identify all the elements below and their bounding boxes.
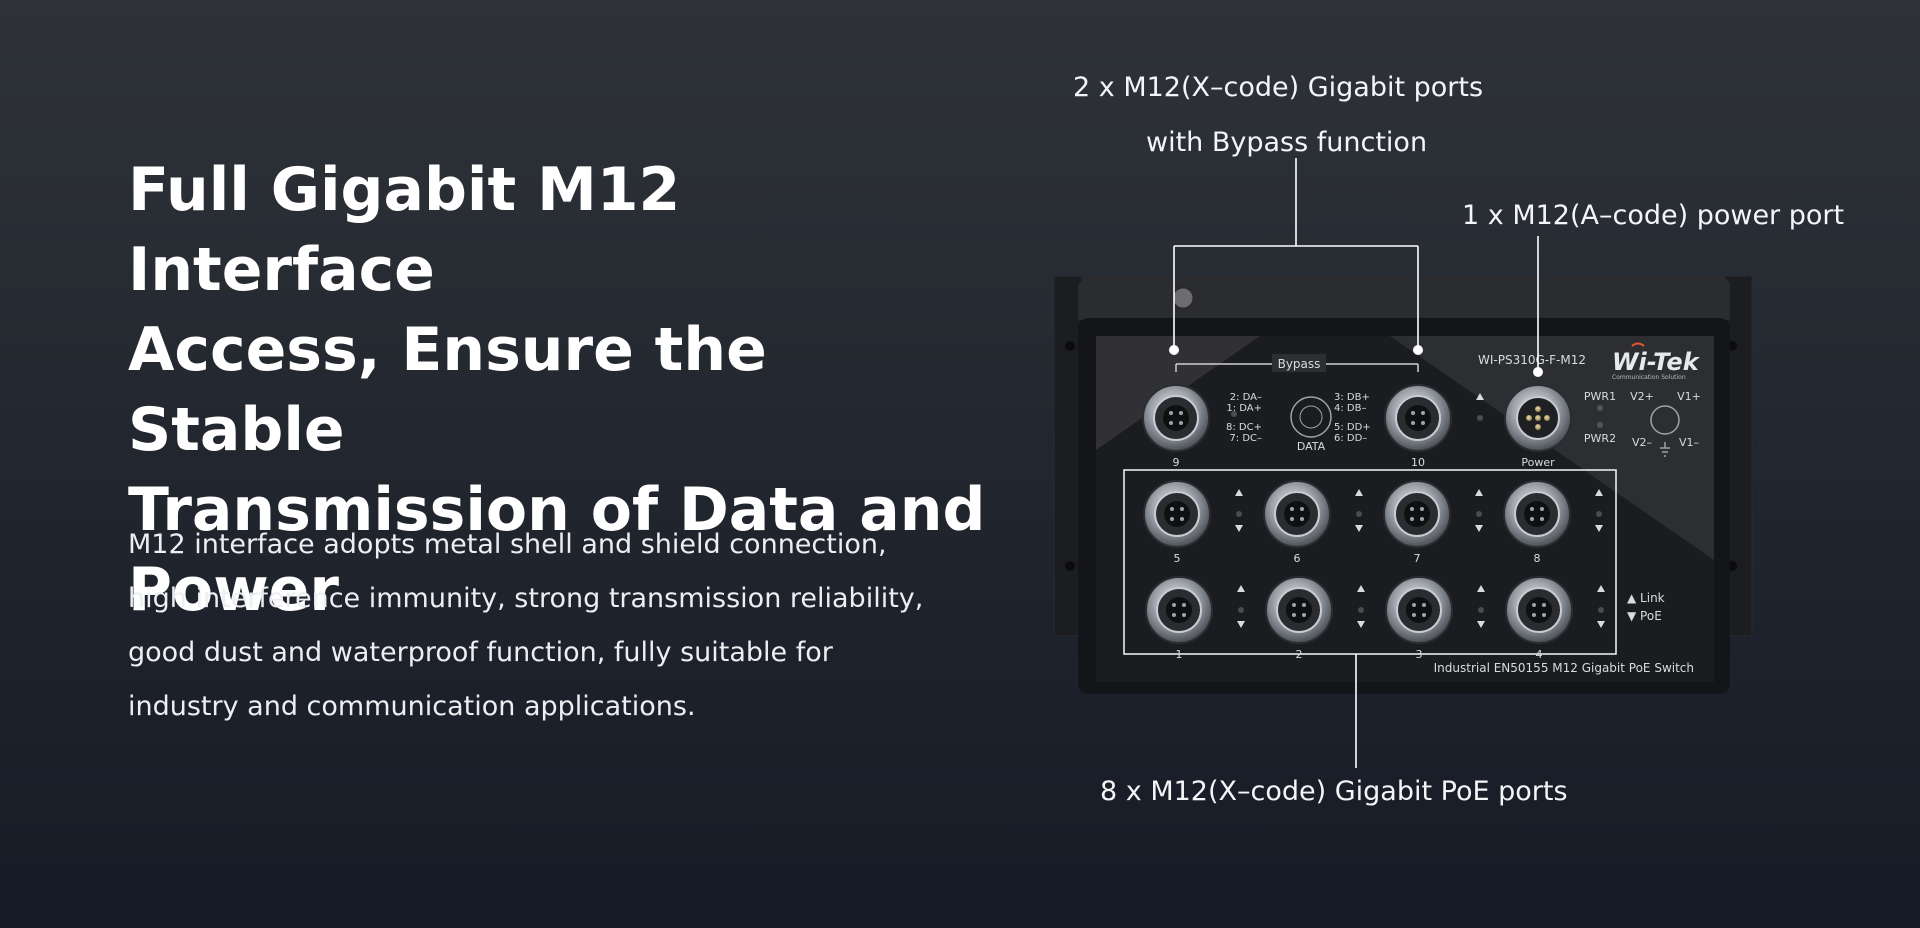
brand-logo: Wi-Tek [1612, 348, 1701, 376]
pin-label: 1: DA+ [1226, 403, 1262, 414]
legend-link: ▲ Link [1627, 591, 1665, 605]
m12-port-10: 10 [1384, 384, 1484, 469]
link-led-icon [1355, 489, 1363, 496]
pwr2-led [1597, 422, 1603, 428]
screw-icon [1170, 285, 1196, 311]
port-group: 9 10 5 6 7 8 1 2 3 4 Power [1142, 384, 1605, 661]
port-number-label: 1 [1176, 648, 1183, 661]
heading-line: Power [128, 555, 339, 625]
port-number-label: 9 [1173, 456, 1180, 469]
brand-wifi-icon [1631, 342, 1645, 347]
port-number-label: 6 [1294, 552, 1301, 565]
link-led-icon [1235, 489, 1243, 496]
m12-port-7: 7 [1383, 480, 1483, 565]
pin-label: 8: DC+ [1226, 422, 1262, 433]
pin-label: 6: DD– [1334, 433, 1367, 444]
description-line: high interference immunity, strong trans… [128, 583, 924, 614]
port-number-label: 10 [1411, 456, 1425, 469]
mounting-ear-left [1053, 275, 1083, 637]
pin-label: 3: DB+ [1334, 392, 1370, 403]
pin-label: 5: DD+ [1334, 422, 1371, 433]
m12-port-4: 4 [1505, 576, 1605, 661]
poe-led-icon [1597, 621, 1605, 628]
link-led-icon [1597, 585, 1605, 592]
description-line: industry and communication applications. [128, 691, 696, 722]
port-number-label: 7 [1414, 552, 1421, 565]
m12-port-1: 1 [1145, 576, 1245, 661]
callout-bypass-line2: with Bypass function [1146, 127, 1428, 158]
poe-led-icon [1475, 525, 1483, 532]
pwr1-led [1597, 405, 1603, 411]
link-led-icon [1237, 585, 1245, 592]
pin-label: 4: DB– [1334, 403, 1366, 414]
description: M12 interface adopts metal shell and shi… [128, 518, 1028, 734]
link-led-icon [1476, 393, 1484, 400]
m12-port-2: 2 [1265, 576, 1365, 661]
v2minus-label: V2– [1632, 436, 1652, 449]
poe-ports-highlight [1123, 469, 1617, 655]
m12-port-8: 8 [1503, 480, 1603, 565]
m12-port-9: 9 [1142, 384, 1237, 469]
heading-line: Transmission of Data and [128, 475, 986, 545]
v1minus-label: V1– [1679, 436, 1699, 449]
data-label: DATA [1297, 440, 1326, 453]
port-number-label: 4 [1536, 648, 1543, 661]
m12-port-5: 5 [1143, 480, 1243, 565]
link-led-icon [1475, 489, 1483, 496]
poe-led-icon [1237, 621, 1245, 628]
callout-lines [1173, 158, 1539, 768]
power-port: Power [1504, 384, 1572, 469]
callout-power: 1 x M12(A–code) power port [1462, 200, 1845, 231]
poe-led-icon [1235, 525, 1243, 532]
port-number-label: 5 [1174, 552, 1181, 565]
pinout-diagram-icon [1290, 396, 1332, 438]
pwr2-label: PWR2 [1584, 432, 1616, 445]
m12-port-6: 6 [1263, 480, 1363, 565]
power-pinout-icon [1650, 405, 1680, 435]
brand-tagline: Communication Solution [1612, 374, 1686, 381]
v1plus-label: V1+ [1677, 390, 1701, 403]
legend-poe: ▼ PoE [1627, 609, 1662, 623]
page-heading: Full Gigabit M12 Interface Access, Ensur… [128, 150, 988, 630]
poe-led-icon [1595, 525, 1603, 532]
m12-port-3: 3 [1385, 576, 1485, 661]
link-led-icon [1595, 489, 1603, 496]
bypass-label: Bypass [1278, 357, 1321, 371]
heading-line: Full Gigabit M12 Interface [128, 155, 681, 305]
description-line: M12 interface adopts metal shell and shi… [128, 529, 887, 560]
pin-label: 2: DA– [1230, 392, 1262, 403]
device-footer-label: Industrial EN50155 M12 Gigabit PoE Switc… [1434, 661, 1694, 675]
callout-poe: 8 x M12(X–code) Gigabit PoE ports [1100, 776, 1568, 807]
pin-label: 7: DC– [1229, 433, 1262, 444]
heading-line: Access, Ensure the Stable [128, 315, 767, 465]
ground-icon [1660, 442, 1670, 457]
poe-led-icon [1477, 621, 1485, 628]
v2plus-label: V2+ [1630, 390, 1654, 403]
port-number-label: 3 [1416, 648, 1423, 661]
model-number: WI-PS310G-F-M12 [1478, 353, 1586, 367]
callout-bypass-line1: 2 x M12(X–code) Gigabit ports [1073, 72, 1484, 103]
pwr1-label: PWR1 [1584, 390, 1616, 403]
power-label: Power [1521, 456, 1555, 469]
link-led-icon [1477, 585, 1485, 592]
link-led-icon [1357, 585, 1365, 592]
description-line: good dust and waterproof function, fully… [128, 637, 833, 668]
poe-led-icon [1357, 621, 1365, 628]
port-number-label: 2 [1296, 648, 1303, 661]
poe-led-icon [1355, 525, 1363, 532]
device-housing-top [1078, 276, 1730, 320]
port-number-label: 8 [1534, 552, 1541, 565]
